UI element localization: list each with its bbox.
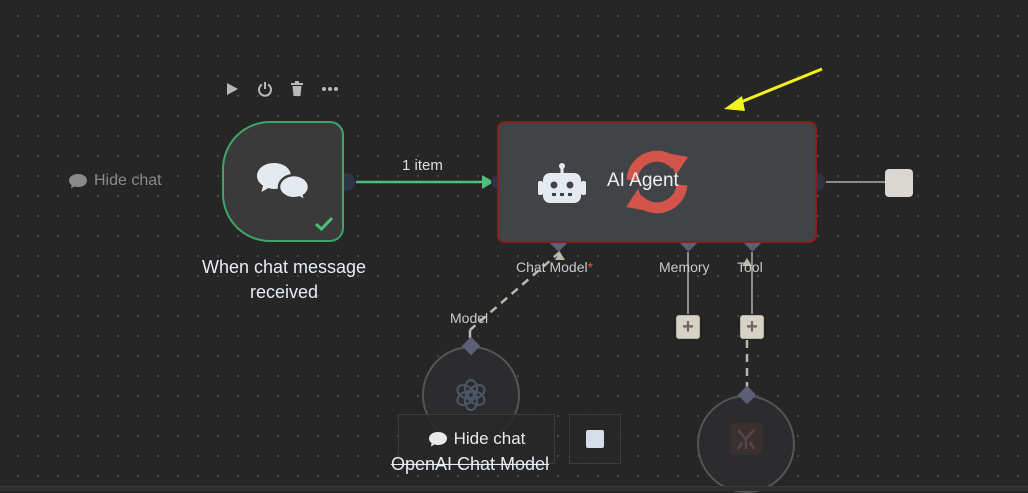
tool-input-diamond bbox=[737, 385, 757, 405]
tool-port-label: Tool bbox=[737, 259, 763, 275]
chat-bubble-icon bbox=[69, 174, 87, 189]
add-tool-button[interactable]: + bbox=[740, 315, 764, 339]
play-icon[interactable] bbox=[222, 79, 242, 99]
add-next-node-button[interactable] bbox=[885, 169, 913, 197]
tool-connection-arrow bbox=[742, 258, 752, 266]
trash-icon[interactable] bbox=[287, 79, 307, 99]
hide-chat-label: Hide chat bbox=[94, 172, 162, 189]
openai-icon bbox=[456, 378, 486, 412]
chat-model-port-label: Chat Model* bbox=[516, 259, 594, 275]
chat-model-connection-arrow bbox=[555, 252, 565, 260]
robot-icon bbox=[538, 163, 586, 203]
plus-icon: + bbox=[682, 315, 694, 338]
model-port-label: Model bbox=[450, 310, 489, 326]
tool-icon bbox=[730, 423, 762, 455]
refresh-icon bbox=[626, 150, 688, 214]
main-connection-arrow bbox=[482, 175, 494, 189]
annotation-arrow-head bbox=[724, 96, 745, 111]
ai-agent-node[interactable] bbox=[497, 121, 817, 243]
required-marker: * bbox=[587, 259, 594, 275]
annotation-arrow-line bbox=[735, 67, 823, 106]
hide-chat-button[interactable]: Hide chat bbox=[398, 414, 555, 464]
chat-trigger-node[interactable] bbox=[222, 121, 344, 242]
bottom-bar bbox=[0, 486, 1028, 491]
hide-chat-ghost-button[interactable]: Hide chat bbox=[68, 172, 162, 190]
chat-bubble-icon bbox=[428, 432, 447, 447]
memory-port-label: Memory bbox=[659, 259, 710, 275]
hide-chat-button-label: Hide chat bbox=[453, 429, 526, 448]
tool-node[interactable] bbox=[697, 395, 795, 493]
chat-model-connection-line bbox=[469, 251, 561, 331]
model-input-diamond bbox=[461, 336, 481, 356]
power-icon[interactable] bbox=[255, 79, 275, 99]
chat-bubbles-icon bbox=[257, 162, 310, 203]
trigger-node-title: When chat message received bbox=[201, 257, 367, 302]
connection-item-count: 1 item bbox=[402, 157, 443, 174]
plus-icon: + bbox=[746, 315, 758, 338]
square-icon bbox=[586, 430, 604, 448]
chat-toggle-button[interactable] bbox=[569, 414, 621, 464]
add-memory-button[interactable]: + bbox=[676, 315, 700, 339]
ellipsis-icon[interactable] bbox=[320, 79, 340, 99]
openai-node-title: OpenAI Chat Model bbox=[390, 454, 550, 474]
checkmark-icon bbox=[314, 216, 334, 232]
ai-agent-title: AI Agent bbox=[607, 170, 679, 191]
